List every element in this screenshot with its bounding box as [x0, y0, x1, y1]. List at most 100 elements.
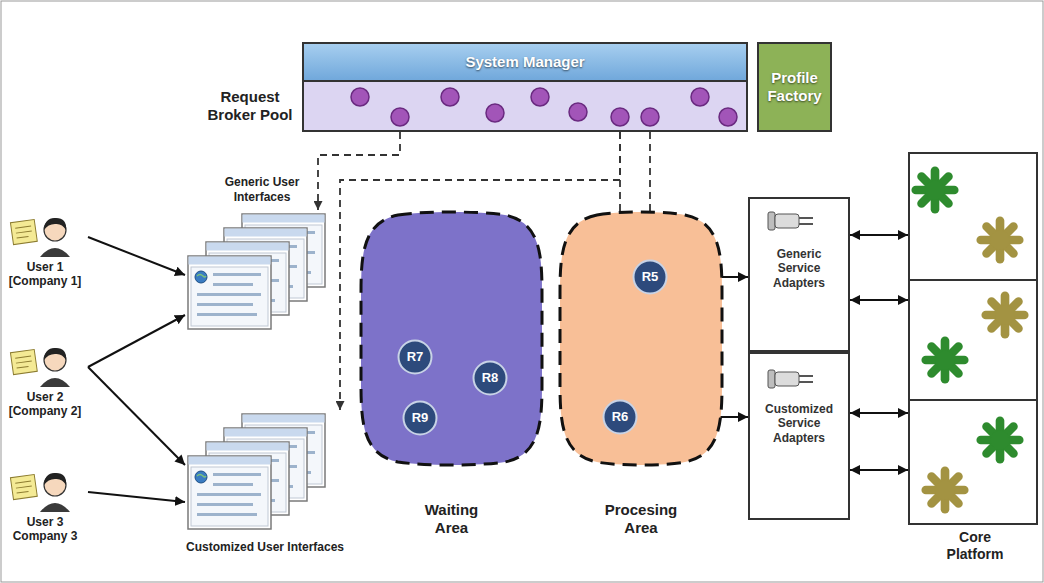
user-icon — [10, 349, 37, 374]
broker-dots — [486, 104, 504, 122]
user-icon — [10, 474, 37, 499]
user-icon — [10, 219, 37, 244]
user-actor: User 1 [Company 1] — [2, 212, 88, 297]
broker-dots — [611, 108, 629, 126]
flow-arrow — [850, 412, 908, 414]
broker-dots — [719, 108, 737, 126]
request-id: R7 — [407, 349, 424, 365]
user-icon — [40, 503, 70, 512]
box-title: Profile Factory — [759, 69, 830, 105]
broker-dots — [351, 88, 737, 126]
flow-arrow — [88, 367, 185, 465]
broker-dots — [641, 108, 659, 126]
user-label: User 3 Company 3 — [2, 515, 88, 544]
area-label: Waiting Area — [412, 501, 492, 537]
user-icon — [10, 474, 37, 499]
platform-gear — [981, 221, 1019, 259]
window-stack — [188, 214, 325, 329]
plug-icon — [775, 214, 799, 228]
profile-box: Profile Factory — [757, 42, 832, 132]
request-circle — [474, 362, 507, 395]
user-icon — [40, 248, 70, 257]
user-icon — [40, 378, 70, 387]
user-label: User 1 [Company 1] — [2, 260, 88, 289]
broker-dots — [531, 88, 549, 106]
plug-icon — [799, 376, 813, 382]
plug-icon — [799, 218, 813, 224]
flow-arrow — [850, 299, 908, 301]
plug-icon — [768, 212, 813, 230]
plug-icon — [768, 370, 775, 388]
interface-stack: Customized User Interfaces — [185, 410, 345, 532]
broker-pool: Request Broker Pool — [302, 82, 748, 132]
window-stack — [188, 414, 325, 529]
platform-gear — [986, 296, 1024, 334]
window-stack — [188, 256, 271, 329]
request-node: R6 — [602, 399, 638, 435]
flow-arrow — [850, 234, 908, 236]
broker-dots — [691, 88, 709, 106]
manager-band: System Manager — [302, 42, 748, 82]
request-circle — [634, 261, 667, 294]
request-circle — [604, 401, 637, 434]
user-icon — [10, 473, 70, 512]
manager-fill — [302, 42, 748, 82]
request-node: R9 — [402, 400, 438, 436]
band-title: System Manager — [465, 53, 584, 71]
stack-label: Generic User Interfaces — [214, 175, 310, 204]
platform-gear — [981, 421, 1019, 459]
request-id: R5 — [642, 269, 659, 285]
user-actor: User 3 Company 3 — [2, 467, 88, 552]
window-stack — [188, 456, 271, 529]
flow-arrow — [88, 315, 185, 367]
adapter-box: Generic Service Adapters — [748, 197, 850, 352]
plug-icon — [768, 212, 775, 230]
broker-dots — [441, 88, 459, 106]
request-circle — [399, 341, 432, 374]
user-icon — [15, 356, 32, 368]
flow-arrow — [88, 237, 185, 275]
user-icon — [15, 481, 32, 493]
plug-icon — [768, 370, 813, 388]
area-outline — [361, 212, 542, 465]
platform-divider — [908, 280, 1038, 400]
broker-dots — [351, 88, 369, 106]
dispatch-arrow — [318, 132, 400, 210]
area-label: Procesing Area — [601, 501, 681, 537]
profile-fill — [757, 42, 832, 132]
request-id: R9 — [412, 410, 429, 426]
broker-dots — [569, 103, 587, 121]
broker-dots — [391, 108, 409, 126]
request-id: R6 — [612, 409, 629, 425]
user-icon — [44, 218, 66, 230]
user-icon — [44, 348, 66, 360]
core-platform: Core Platform — [908, 152, 1038, 525]
user-icon — [10, 349, 37, 374]
area-outline — [358, 212, 545, 465]
flow-arrow — [850, 469, 908, 471]
adapter-box: Customized Service Adapters — [748, 352, 850, 520]
adapter-label: Generic Service Adapters — [761, 247, 837, 290]
request-node: R8 — [472, 360, 508, 396]
processing-area: Procesing AreaR5R6 — [557, 212, 725, 465]
user-icon — [10, 219, 37, 244]
request-circle — [404, 402, 437, 435]
pool-heading: Request Broker Pool — [202, 88, 298, 124]
user-icon — [10, 218, 70, 257]
platform-gear — [926, 471, 964, 509]
request-node: R5 — [632, 259, 668, 295]
platform-gear — [916, 171, 1024, 509]
interface-stack: Generic User Interfaces — [185, 210, 330, 332]
flow-arrow — [88, 492, 185, 502]
pool-fill — [302, 82, 748, 132]
user-icon — [44, 473, 66, 485]
area-outline — [557, 212, 725, 465]
request-node: R7 — [397, 339, 433, 375]
adapter-label: Customized Service Adapters — [761, 402, 837, 445]
stack-label: Customized User Interfaces — [165, 540, 365, 554]
platform-label: Core Platform — [935, 529, 1015, 563]
user-label: User 2 [Company 2] — [2, 390, 88, 419]
